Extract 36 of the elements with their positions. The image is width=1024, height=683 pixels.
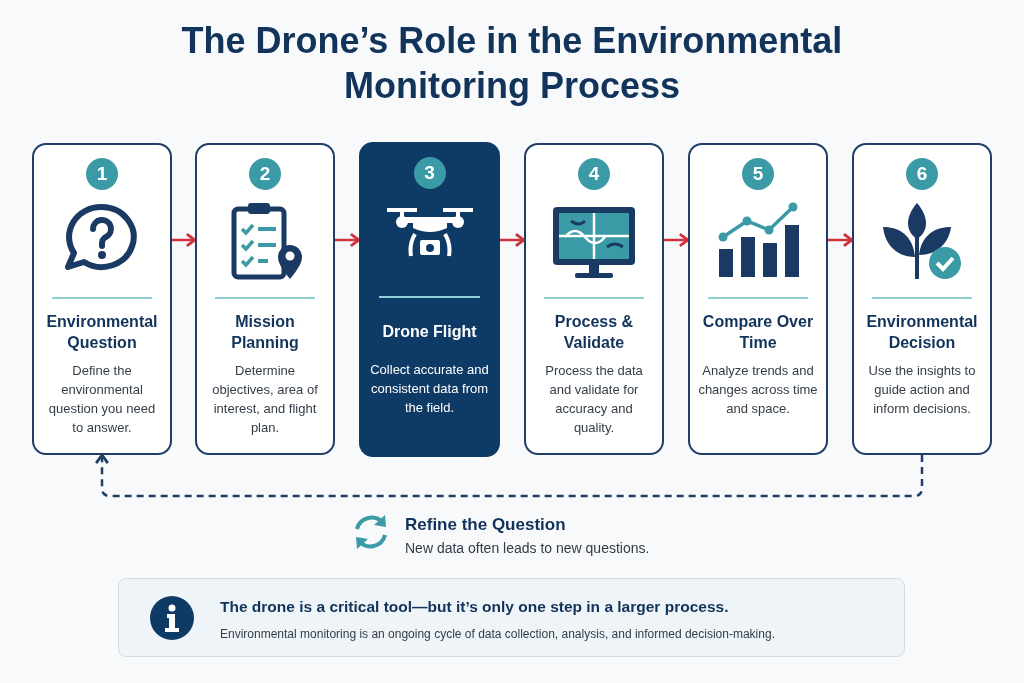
step-description: Analyze trends and changes across time and space. (698, 362, 818, 418)
step-heading: Compare Over Time (701, 312, 815, 353)
info-panel (118, 578, 905, 657)
step-heading: Environmental Question (45, 312, 159, 353)
step-number-badge: 2 (249, 158, 281, 190)
feedback-arrow (94, 453, 924, 498)
step-card (524, 143, 664, 455)
arrow (664, 232, 690, 248)
arrow (828, 232, 854, 248)
info-text: Environmental monitoring is an ongoing cycle of data collection, analysis, and informed decision-making. (220, 627, 775, 641)
step-card (195, 143, 335, 455)
step-number-badge: 5 (742, 158, 774, 190)
highlighted-step-card (359, 142, 500, 457)
step-heading: Environmental Decision (865, 312, 979, 353)
step-description: Use the insights to guide action and inform decisions. (867, 362, 977, 418)
step-card (32, 143, 172, 455)
step-description: Process the data and validate for accuracy and quality. (544, 362, 644, 437)
arrow (500, 232, 526, 248)
step-number-badge: 1 (86, 158, 118, 190)
step-card (852, 143, 992, 455)
title: The Drone’s Role in the Environmental Monitoring Process (180, 19, 844, 108)
step-number-badge: 6 (906, 158, 938, 190)
step-card (688, 143, 828, 455)
arrow (172, 232, 197, 248)
step-heading: Process & Validate (553, 312, 635, 353)
arrow (335, 232, 361, 248)
note-heading: Refine the Question (405, 515, 566, 535)
step-description: Define the environmental question you need to answer. (47, 362, 157, 437)
step-number-badge: 4 (578, 158, 610, 190)
note-text: New data often leads to new questions. (405, 540, 650, 556)
info-heading: The drone is a critical tool—but it’s only one step in a larger process. (220, 598, 729, 616)
step-description: Collect accurate and consistent data from the field. (369, 361, 490, 417)
step-heading: Mission Planning (230, 312, 300, 353)
step-number-badge: 3 (413, 157, 446, 189)
step-description: Determine objectives, area of interest, and flight plan. (211, 362, 319, 437)
step-heading: Drone Flight (382, 321, 477, 342)
